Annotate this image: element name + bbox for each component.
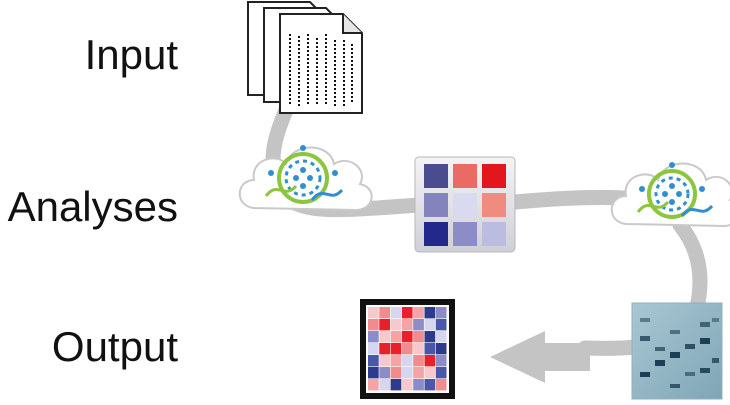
heatmap-cell <box>401 379 413 391</box>
heatmap-cell <box>435 355 447 367</box>
flow-arrow-icon <box>490 331 590 383</box>
heatmap-cell <box>424 331 436 343</box>
heatmap-cell <box>379 319 390 331</box>
heatmap-cell <box>435 319 447 331</box>
heatmap-cell <box>413 319 424 331</box>
heatmap-icon <box>360 299 455 399</box>
heatmap-cell <box>390 331 402 343</box>
heatmap-cell <box>379 307 390 319</box>
heatmap-cell <box>379 379 390 391</box>
cloud-dna-network-icon <box>238 145 373 212</box>
heatmap-cell <box>401 355 413 367</box>
heatmap-cell <box>424 355 436 367</box>
heatmap-cell <box>368 319 379 331</box>
heatmap-cell <box>368 307 379 319</box>
stage-label-output: Output <box>51 323 178 370</box>
heatmap-cell <box>368 355 379 367</box>
heatmap-cell <box>390 379 402 391</box>
heatmap-cell <box>390 343 402 355</box>
heatmap-cell <box>401 307 413 319</box>
heatmap-cell <box>413 367 424 379</box>
heatmap-cell <box>413 307 424 319</box>
heatmap-cell <box>379 343 390 355</box>
heatmap-cell <box>435 367 447 379</box>
heatmap-cell <box>413 343 424 355</box>
heatmap-cell <box>424 379 436 391</box>
heatmap-cell <box>368 331 379 343</box>
heatmap-cell <box>435 379 447 391</box>
heatmap-cell <box>390 319 402 331</box>
color-grid-icon <box>414 156 516 253</box>
document-stack-icon <box>247 1 363 114</box>
heatmap-cell <box>424 343 436 355</box>
heatmap-cell <box>368 367 379 379</box>
heatmap-cell <box>390 307 402 319</box>
gel-blot-icon <box>631 302 723 400</box>
heatmap-cell <box>401 331 413 343</box>
heatmap-cell <box>368 379 379 391</box>
heatmap-cell <box>379 367 390 379</box>
heatmap-cell <box>435 343 447 355</box>
heatmap-cell <box>390 355 402 367</box>
heatmap-cell <box>401 367 413 379</box>
heatmap-cell <box>401 319 413 331</box>
cloud-dna-network-icon <box>610 162 730 228</box>
stage-label-analyses: Analyses <box>7 183 178 230</box>
heatmap-cell <box>390 367 402 379</box>
heatmap-cell <box>424 307 436 319</box>
heatmap-cell <box>413 379 424 391</box>
heatmap-cell <box>435 307 447 319</box>
stage-label-input: Input <box>84 31 178 78</box>
heatmap-cell <box>368 343 379 355</box>
heatmap-cell <box>401 343 413 355</box>
heatmap-cell <box>379 331 390 343</box>
heatmap-cell <box>413 355 424 367</box>
heatmap-cell <box>413 331 424 343</box>
heatmap-cell <box>379 355 390 367</box>
heatmap-cell <box>435 331 447 343</box>
heatmap-cell <box>424 319 436 331</box>
heatmap-cell <box>424 367 436 379</box>
